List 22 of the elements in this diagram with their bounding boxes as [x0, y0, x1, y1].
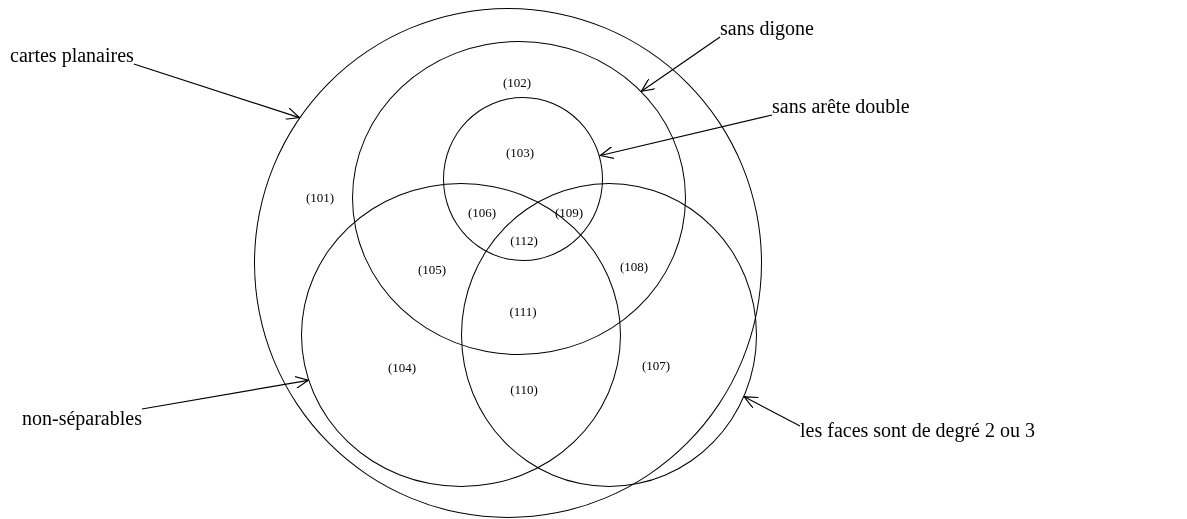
region-number: (102) — [502, 75, 532, 91]
region-number: (107) — [641, 358, 671, 374]
leader-line — [133, 63, 300, 120]
region-number: (105) — [417, 262, 447, 278]
set-label: cartes planaires — [10, 44, 134, 66]
set-label: sans digone — [720, 17, 814, 39]
region-number: (108) — [619, 259, 649, 275]
set-label: sans arête double — [772, 95, 910, 117]
region-number: (103) — [505, 145, 535, 161]
region-number: (101) — [305, 190, 335, 206]
leader-line — [743, 396, 801, 427]
region-number: (109) — [554, 205, 584, 221]
region-number: (110) — [510, 382, 538, 398]
leader-line — [141, 376, 309, 410]
region-number: (104) — [387, 360, 417, 376]
set-label: non-séparables — [22, 407, 142, 429]
leader-line — [640, 36, 721, 92]
region-number: (106) — [467, 205, 497, 221]
region-number: (111) — [509, 304, 537, 320]
set-label: les faces sont de degré 2 ou 3 — [800, 419, 1035, 441]
region-number: (112) — [510, 233, 538, 249]
leader-line — [599, 114, 773, 159]
